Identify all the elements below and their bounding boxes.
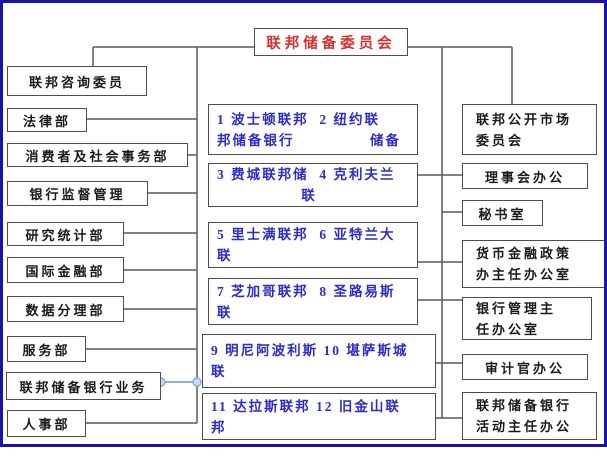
org-box-label: 理事会办公: [484, 169, 565, 185]
org-box-label: 国际金融部: [25, 263, 106, 279]
org-box-federal-reserve-board[interactable]: 联邦储备委员会: [254, 28, 408, 56]
bank-box-line2: 联: [217, 304, 233, 320]
org-box-label: 数据分理部: [25, 302, 106, 318]
org-box-label: 审计官办公: [484, 360, 565, 376]
bank-box-line2: 联: [211, 364, 227, 379]
org-box-personnel-dept[interactable]: 人事部: [7, 410, 86, 437]
org-box-services-dept[interactable]: 服务部: [7, 336, 86, 362]
bank-box-line1: 1 波士顿联邦 2 纽约联: [217, 111, 380, 127]
org-box-label: 人事部: [22, 417, 71, 432]
org-box-federal-advisory-committee[interactable]: 联邦咨询委员: [7, 66, 147, 96]
bank-box-line1: 3 费城联邦储 4 克利夫兰: [217, 167, 396, 182]
org-box-federal-reserve-bank-operations[interactable]: 联邦储备银行业务: [6, 372, 161, 400]
org-box-banks-5-6-richmond-atlanta[interactable]: 5 里士满联邦 6 亚特兰大 联: [208, 222, 418, 268]
org-box-reserve-bank-activities-director-office[interactable]: 联邦储备银行 活动主任办公: [462, 392, 597, 440]
bank-box-line2: 邦储备银行储备: [217, 132, 401, 148]
org-box-bank-supervision[interactable]: 银行监督管理: [7, 181, 148, 206]
org-box-monetary-policy-director-office[interactable]: 货币金融政策 办主任办公室: [462, 240, 607, 288]
org-box-line2: 任办公室: [476, 321, 541, 337]
org-box-banks-1-2-boston-newyork[interactable]: 1 波士顿联邦 2 纽约联 邦储备银行储备: [208, 104, 418, 155]
bank-box-line1: 11 达拉斯联邦 12 旧金山联: [211, 398, 401, 414]
org-box-research-statistics-dept[interactable]: 研究统计部: [7, 222, 124, 246]
connector-lines: [86, 46, 513, 424]
org-box-bank-admin-director-office[interactable]: 银行管理主 任办公室: [462, 297, 592, 340]
org-box-banks-7-8-chicago-stlouis[interactable]: 7 芝加哥联邦 8 圣路易斯 联: [208, 278, 418, 325]
org-box-banks-9-10-minneapolis-kansascity[interactable]: 9 明尼阿波利斯 10 堪萨斯城 联: [202, 334, 436, 388]
org-box-label: 秘书室: [478, 206, 527, 222]
selected-connector[interactable]: [156, 377, 202, 387]
org-box-line1: 银行管理主: [476, 300, 557, 316]
bank-box-line1: 9 明尼阿波利斯 10 堪萨斯城: [211, 343, 409, 358]
org-box-label: 联邦咨询委员: [28, 74, 125, 90]
org-box-label: 消费者及社会事务部: [25, 148, 170, 164]
org-box-line1: 联邦储备银行: [476, 398, 573, 413]
org-box-consumer-social-affairs-dept[interactable]: 消费者及社会事务部: [7, 143, 188, 167]
org-box-data-processing-dept[interactable]: 数据分理部: [7, 296, 124, 322]
bank-box-line2: 联: [301, 188, 317, 203]
bank-box-line1: 5 里士满联邦 6 亚特兰大: [217, 227, 396, 242]
org-box-line2: 委员会: [476, 132, 525, 148]
org-box-line1: 货币金融政策: [476, 246, 573, 261]
bank-box-line2: 联: [217, 248, 233, 263]
org-box-label: 研究统计部: [25, 227, 106, 243]
connector-endpoint-handle-right[interactable]: [192, 377, 202, 387]
org-box-label: 联邦储备委员会: [266, 35, 396, 52]
org-box-board-office[interactable]: 理事会办公: [462, 163, 588, 189]
org-box-international-finance-dept[interactable]: 国际金融部: [7, 257, 124, 283]
org-box-label: 联邦储备银行业务: [19, 379, 148, 395]
bank-box-line2: 邦: [211, 419, 227, 435]
org-box-secretary-office[interactable]: 秘书室: [462, 200, 543, 226]
org-box-banks-3-4-philadelphia-cleveland[interactable]: 3 费城联邦储 4 克利夫兰 联: [208, 163, 418, 207]
org-box-label: 服务部: [22, 342, 71, 358]
bank-box-line1: 7 芝加哥联邦 8 圣路易斯: [217, 283, 396, 299]
org-box-line2: 办主任办公室: [476, 267, 573, 282]
org-box-label: 法律部: [22, 113, 71, 129]
org-box-legal-dept[interactable]: 法律部: [7, 108, 87, 132]
org-box-line1: 联邦公开市场: [476, 111, 573, 127]
org-box-auditor-office[interactable]: 审计官办公: [462, 354, 588, 380]
org-box-label: 银行监督管理: [29, 187, 126, 202]
org-box-line2: 活动主任办公: [476, 419, 573, 434]
org-box-fomc[interactable]: 联邦公开市场 委员会: [462, 104, 597, 155]
org-box-banks-11-12-dallas-sanfrancisco[interactable]: 11 达拉斯联邦 12 旧金山联 邦: [202, 393, 436, 440]
